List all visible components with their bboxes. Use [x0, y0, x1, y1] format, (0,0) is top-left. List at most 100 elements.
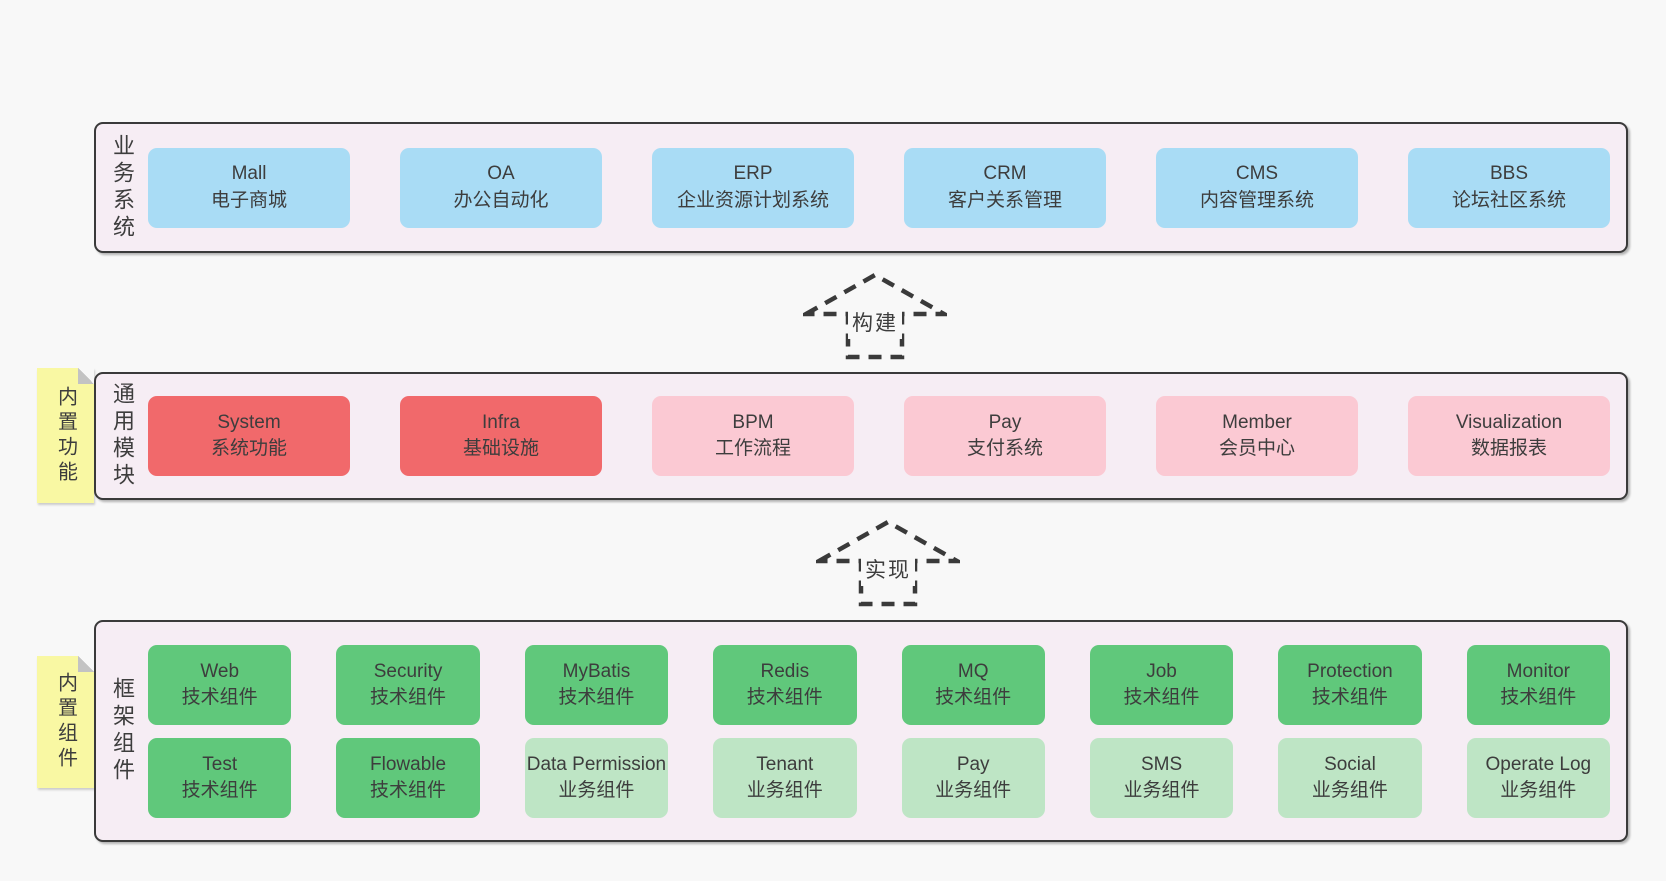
module-box-erp: ERP 企业资源计划系统	[652, 147, 854, 228]
module-box-name: OA	[487, 163, 515, 185]
module-box-crm: CRM 客户关系管理	[904, 147, 1106, 228]
module-box-subtitle: 电子商城	[210, 189, 287, 211]
module-box-test: Test 技术组件	[148, 738, 292, 819]
arrow-build: 构建	[803, 272, 947, 360]
sticky-note-builtin-components: 内置组件	[37, 656, 94, 788]
band-title-text: 业务系统	[110, 133, 135, 242]
module-box-name: Social	[1324, 754, 1376, 776]
module-box-job: Job 技术组件	[1089, 644, 1234, 725]
module-box-name: Protection	[1307, 660, 1393, 682]
module-box-name: Monitor	[1506, 660, 1570, 682]
module-box-subtitle: 业务组件	[558, 780, 635, 802]
module-box-subtitle: 业务组件	[746, 780, 823, 802]
module-box-name: BBS	[1489, 163, 1529, 185]
module-box-name: Member	[1222, 411, 1292, 433]
module-box-subtitle: 基础设施	[462, 438, 539, 459]
module-box-name: Mall	[231, 163, 267, 185]
band-business-systems: 业务系统 Mall 电子商城 OA 办公自动化 ERP 企业资源计划系统 CRM 客户关系管理…	[94, 122, 1628, 253]
module-box-subtitle: 技术组件	[181, 780, 258, 802]
business-systems-boxes: Mall 电子商城 OA 办公自动化 ERP 企业资源计划系统 CRM 客户关系管理 CMS 内容…	[148, 124, 1626, 251]
module-box-subtitle: 论坛社区系统	[1451, 189, 1566, 211]
module-box-mq: MQ 技术组件	[901, 644, 1045, 725]
module-box-system: System 系统功能	[148, 396, 350, 476]
module-box-subtitle: 技术组件	[746, 686, 823, 708]
module-box-name: MQ	[957, 660, 989, 682]
module-box-monitor: Monitor 技术组件	[1466, 644, 1610, 725]
module-box-subtitle: 客户关系管理	[947, 189, 1062, 211]
module-box-subtitle: 会员中心	[1218, 438, 1295, 459]
module-box-sms: SMS 业务组件	[1089, 738, 1234, 819]
module-box-subtitle: 技术组件	[935, 686, 1012, 708]
module-box-subtitle: 技术组件	[370, 686, 447, 708]
module-box-name: Redis	[760, 660, 810, 682]
module-box-name: Pay	[956, 754, 990, 776]
module-box-redis: Redis 技术组件	[713, 644, 857, 725]
module-box-flowable: Flowable 技术组件	[336, 738, 480, 819]
module-box-protection: Protection 技术组件	[1278, 644, 1422, 725]
module-box-subtitle: 工作流程	[714, 438, 791, 459]
module-box-name: System	[217, 411, 281, 433]
sticky-note-text: 内置功能	[54, 385, 77, 486]
arrow-build-label: 构建	[848, 305, 902, 339]
module-box-subtitle: 企业资源计划系统	[676, 189, 829, 211]
module-box-data-permission: Data Permission 业务组件	[524, 738, 669, 819]
module-box-name: Operate Log	[1485, 754, 1592, 776]
module-box-tenant: Tenant 业务组件	[713, 738, 857, 819]
arrow-implement-label: 实现	[861, 552, 915, 586]
module-box-name: Visualization	[1455, 411, 1563, 433]
band-title-framework-components: 框架组件	[96, 622, 148, 840]
module-box-name: Data Permission	[526, 754, 667, 776]
module-box-subtitle: 技术组件	[1123, 686, 1200, 708]
module-box-name: Test	[202, 754, 238, 776]
module-box-visualization: Visualization 数据报表	[1408, 396, 1610, 476]
module-box-subtitle: 数据报表	[1470, 438, 1547, 459]
module-box-name: MyBatis	[562, 660, 631, 682]
module-box-name: Security	[373, 660, 443, 682]
module-box-name: Pay	[988, 411, 1022, 433]
module-box-subtitle: 技术组件	[370, 780, 447, 802]
module-box-bpm: BPM 工作流程	[652, 396, 854, 476]
sticky-note-text: 内置组件	[54, 672, 77, 772]
module-box-subtitle: 技术组件	[1311, 686, 1388, 708]
arrow-implement: 实现	[816, 519, 960, 607]
module-box-security: Security 技术组件	[336, 644, 480, 725]
module-box-mall: Mall 电子商城	[148, 147, 350, 228]
module-box-pay: Pay 业务组件	[901, 738, 1045, 819]
module-box-bbs: BBS 论坛社区系统	[1408, 147, 1610, 228]
module-box-name: Flowable	[370, 754, 447, 776]
module-box-subtitle: 支付系统	[966, 438, 1043, 459]
module-box-name: ERP	[733, 163, 773, 185]
module-box-name: CMS	[1235, 163, 1279, 185]
module-box-social: Social 业务组件	[1278, 738, 1422, 819]
module-box-subtitle: 业务组件	[935, 780, 1012, 802]
module-box-name: BPM	[732, 411, 774, 433]
sticky-note-builtin-features: 内置功能	[37, 368, 94, 503]
module-box-subtitle: 业务组件	[1500, 780, 1577, 802]
module-box-subtitle: 业务组件	[1311, 780, 1388, 802]
module-box-cms: CMS 内容管理系统	[1156, 147, 1358, 228]
module-box-subtitle: 系统功能	[210, 438, 287, 459]
module-box-subtitle: 业务组件	[1123, 780, 1200, 802]
module-box-pay: Pay 支付系统	[904, 396, 1106, 476]
module-box-oa: OA 办公自动化	[400, 147, 602, 228]
band-title-text: 框架组件	[110, 677, 135, 785]
module-box-operate-log: Operate Log 业务组件	[1466, 738, 1610, 819]
module-box-name: CRM	[983, 163, 1027, 185]
module-box-name: Job	[1146, 660, 1177, 682]
module-box-name: Tenant	[756, 754, 814, 776]
band-title-text: 通用模块	[110, 382, 135, 490]
band-title-business-systems: 业务系统	[96, 124, 148, 251]
module-box-subtitle: 技术组件	[1500, 686, 1577, 708]
module-box-subtitle: 内容管理系统	[1199, 189, 1314, 211]
module-box-name: SMS	[1140, 754, 1183, 776]
module-box-member: Member 会员中心	[1156, 396, 1358, 476]
module-box-subtitle: 办公自动化	[453, 189, 549, 211]
